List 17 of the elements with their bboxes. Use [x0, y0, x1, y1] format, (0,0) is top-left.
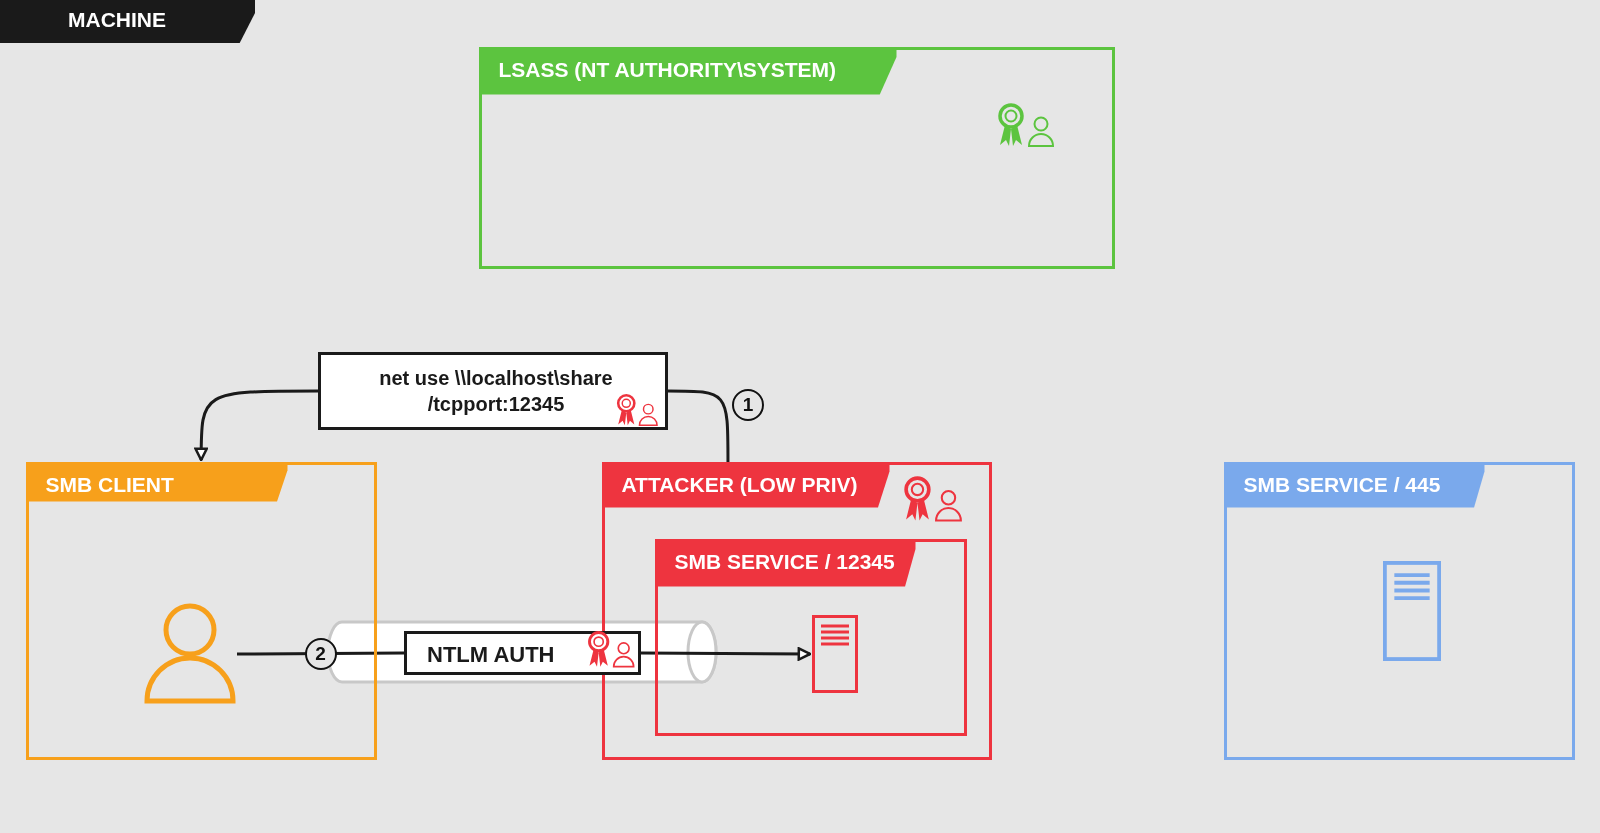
auth-box — [404, 631, 641, 675]
panel — [26, 462, 377, 760]
panel — [479, 47, 1115, 269]
arrow — [194, 389, 318, 462]
arrow — [641, 647, 812, 661]
panel — [1224, 462, 1575, 760]
step-number: 2 — [304, 637, 337, 670]
panel — [655, 539, 967, 736]
panel — [602, 462, 992, 760]
command-box — [318, 352, 668, 430]
person-icon — [143, 603, 237, 705]
tab-label: MACHINE — [0, 0, 255, 43]
auth-text: NTLM AUTH — [427, 642, 555, 668]
server-icon — [812, 615, 858, 693]
connector-line — [668, 389, 730, 462]
command-text: net use \\localhost\share /tcpport:12345 — [378, 366, 614, 417]
step-number: 1 — [731, 389, 764, 421]
